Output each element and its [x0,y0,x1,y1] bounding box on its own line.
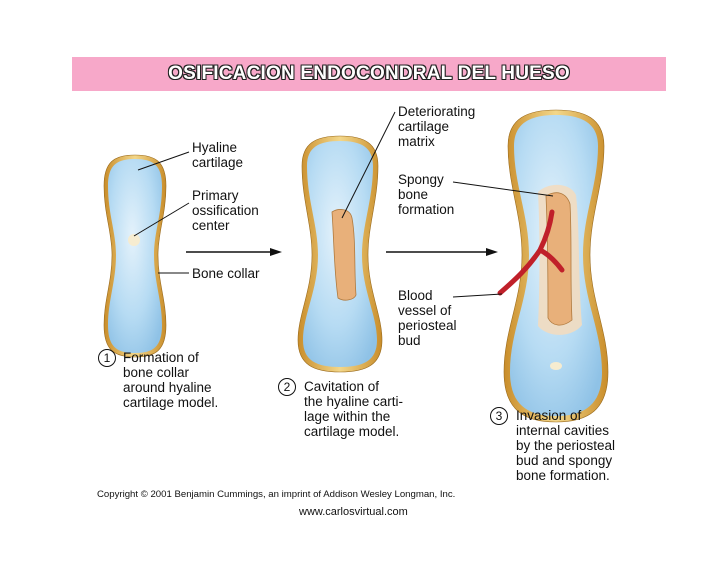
blood-vessel [497,209,565,296]
label-blood-vessel: Blood vessel of periosteal bud [398,288,457,348]
arrow-2 [386,248,498,256]
step-3-text: Invasion of internal cavities by the per… [516,408,616,483]
website-text: www.carlosvirtual.com [299,506,408,518]
title-bar: OSIFICACION ENDOCONDRAL DEL HUESO [72,57,666,91]
leader-spongy [452,181,554,197]
leader-deteriorating [341,111,396,219]
step-3-number: 3 [490,407,508,425]
bone-stage-1 [103,154,167,358]
leader-blood-vessel [452,293,503,298]
step-1-number: 1 [98,349,116,367]
copyright-text: Copyright © 2001 Benjamin Cummings, an i… [97,489,456,500]
label-hyaline-cartilage: Hyaline cartilage [192,140,244,170]
step-1-text: Formation of bone collar around hyaline … [123,350,219,410]
primary-ossification-spot [128,234,140,246]
spongy-bone-region [545,192,573,326]
bone-stage-2 [297,135,383,373]
label-deteriorating-matrix: Deteriorating cartilage matrix [398,104,476,149]
page-title: OSIFICACION ENDOCONDRAL DEL HUESO [168,63,570,84]
deteriorating-matrix-region [331,209,357,301]
step-2-number: 2 [278,378,296,396]
arrow-1 [186,248,282,256]
bone-stage-3 [497,109,609,423]
leader-primary-center [133,202,190,237]
step-2-text: Cavitation of the hyaline carti- lage wi… [304,379,404,439]
label-bone-collar: Bone collar [192,266,260,281]
leader-hyaline [137,151,190,171]
label-spongy-bone: Spongy bone formation [398,172,455,217]
label-primary-ossification-center: Primary ossification center [192,188,259,233]
